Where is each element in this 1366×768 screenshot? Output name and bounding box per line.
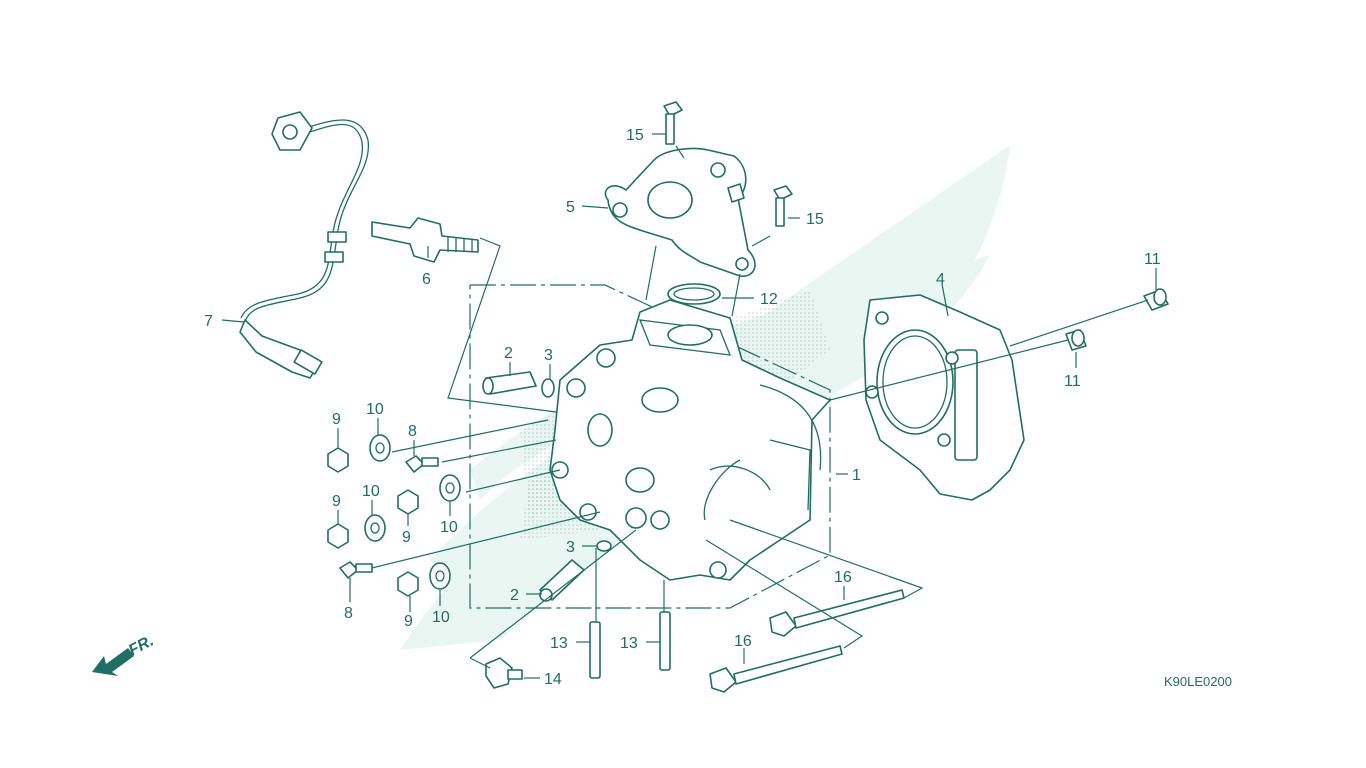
cylinder-head-gasket [863, 294, 1025, 501]
callout-4: 4 [936, 271, 945, 288]
callout-9-b: 9 [332, 493, 341, 510]
bolt-15-upper [663, 101, 683, 145]
callout-3-upper: 3 [544, 347, 553, 364]
callout-8-upper: 8 [408, 423, 417, 440]
callout-9-d: 9 [404, 613, 413, 630]
nut-9-c [397, 489, 419, 515]
dowel-pin-11-lower [1065, 329, 1087, 351]
callout-6: 6 [422, 271, 431, 288]
callout-15-right: 15 [806, 211, 824, 228]
stud-13-left [589, 621, 601, 679]
drawing-code: K90LE0200 [1164, 674, 1232, 689]
washer-10-c [439, 474, 461, 502]
callout-10-d: 10 [432, 609, 450, 626]
callout-3-lower: 3 [566, 539, 575, 556]
callout-10-b: 10 [362, 483, 380, 500]
bolt-16-upper [769, 589, 905, 637]
front-direction-arrow: FR. [92, 632, 157, 676]
callout-5: 5 [566, 199, 575, 216]
callout-7: 7 [204, 313, 213, 330]
callout-9-c: 9 [402, 529, 411, 546]
nut-9-b [327, 523, 349, 549]
callout-16-lower: 16 [734, 633, 752, 650]
washer-10-b [364, 514, 386, 542]
callout-11-upper: 11 [1144, 251, 1161, 268]
washer-10-d [429, 562, 451, 590]
stud-bolt-2-lower [539, 559, 585, 602]
assembly-outline [469, 284, 831, 609]
spark-plug [371, 217, 479, 263]
leader-lines [221, 133, 1157, 679]
bolt-8-upper [405, 455, 439, 473]
oxygen-sensor [239, 111, 370, 379]
nut-9-a [327, 447, 349, 473]
callout-2-upper: 2 [504, 345, 513, 362]
bolt-14 [485, 657, 523, 689]
callout-10-c: 10 [440, 519, 458, 536]
callout-8-lower: 8 [344, 605, 353, 622]
callout-13-right: 13 [620, 635, 638, 652]
bolt-16-lower [709, 645, 843, 693]
o-ring-3-lower [596, 540, 612, 552]
callout-15-upper: 15 [626, 127, 644, 144]
stud-bolt-2-upper [482, 371, 537, 395]
bolt-8-lower [339, 561, 373, 579]
intake-manifold [604, 147, 756, 277]
dowel-pin-11-upper [1143, 288, 1169, 311]
stud-13-right [659, 611, 671, 671]
callout-12: 12 [760, 291, 778, 308]
nut-9-d [397, 571, 419, 597]
callout-9-a: 9 [332, 411, 341, 428]
callout-10-a: 10 [366, 401, 384, 418]
cylinder-head [549, 299, 831, 581]
callout-1: 1 [852, 467, 861, 484]
callout-16-upper: 16 [834, 569, 852, 586]
callout-13-left: 13 [550, 635, 568, 652]
washer-10-a [369, 434, 391, 462]
bolt-15-right [773, 185, 793, 227]
callout-2-lower: 2 [510, 587, 519, 604]
o-ring-3-upper [541, 378, 555, 398]
callout-14: 14 [544, 671, 562, 688]
callout-11-lower: 11 [1064, 373, 1081, 390]
